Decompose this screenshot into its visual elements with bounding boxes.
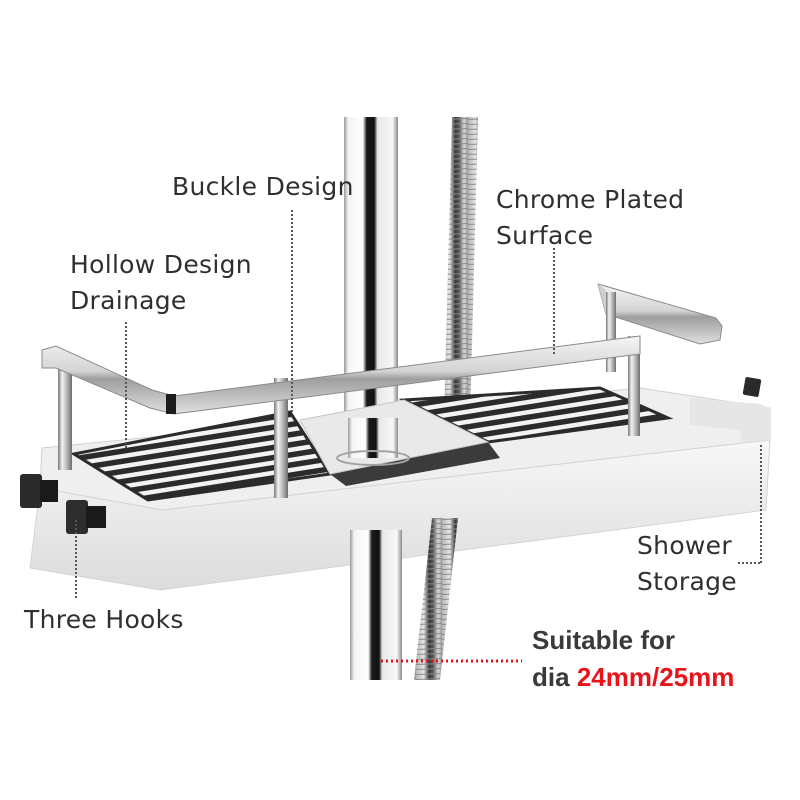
rail-post (58, 360, 72, 470)
label-three-hooks: Three Hooks (24, 605, 184, 634)
label-buckle-design: Buckle Design (172, 172, 354, 201)
label-chrome-plated: Chrome Plated Surface (496, 185, 685, 250)
slide-bar-pole (344, 117, 398, 447)
leader-lines (75, 210, 762, 600)
diameter-spec: Suitable for dia 24mm/25mm (532, 625, 735, 692)
hooks (20, 377, 762, 534)
diameter-value: 24mm/25mm (576, 662, 735, 692)
rail-post (274, 378, 288, 498)
rail-post (628, 336, 640, 436)
shower-hose (444, 117, 478, 420)
label-hollow-design: Hollow Design Drainage (70, 250, 252, 315)
label-shower-storage: Shower Storage (637, 531, 737, 596)
chrome-rail (41, 335, 641, 415)
